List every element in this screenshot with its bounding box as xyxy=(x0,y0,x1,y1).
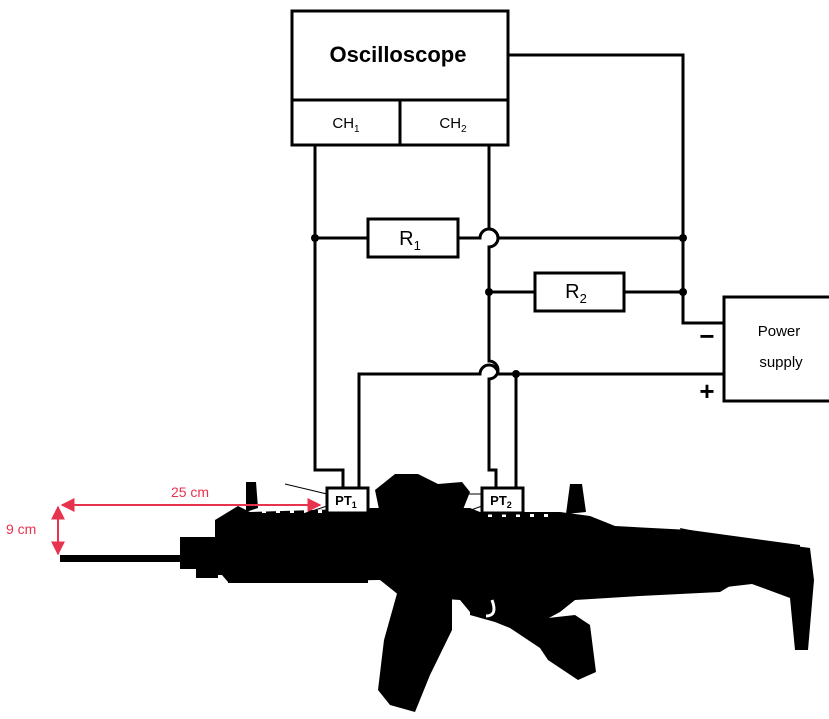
power-supply-line1: Power xyxy=(758,323,801,340)
ch2-label: CH2 xyxy=(439,115,467,135)
pt1-label: PT1 xyxy=(335,493,357,510)
wires xyxy=(313,53,724,488)
resistor-r2: R2 xyxy=(533,271,626,313)
wire-r1-right xyxy=(458,227,683,240)
sensor-pt2: PT2 xyxy=(459,486,525,515)
power-supply-line2: supply xyxy=(759,354,803,371)
dimension-25cm-label: 25 cm xyxy=(171,484,209,500)
junction-dot xyxy=(311,234,319,242)
junction-dot xyxy=(679,234,687,242)
plus-terminal-label: + xyxy=(699,376,714,406)
minus-terminal-label: − xyxy=(699,321,714,351)
junction-dot xyxy=(485,288,493,296)
resistor-r1: R1 xyxy=(366,217,460,259)
dimension-vertical: 9 cm xyxy=(6,505,65,556)
wire-supply-plus xyxy=(357,363,724,488)
oscilloscope-title: Oscilloscope xyxy=(330,42,467,67)
wire-ch2-to-pt2 xyxy=(487,145,500,488)
junction-dot xyxy=(512,370,520,378)
oscilloscope: Oscilloscope CH1 CH2 xyxy=(290,9,510,147)
junctions xyxy=(311,234,687,378)
ch1-label: CH1 xyxy=(332,115,360,135)
rifle-silhouette xyxy=(60,474,814,712)
pt2-label: PT2 xyxy=(490,493,512,510)
wire-osc-to-supply-minus xyxy=(508,53,724,325)
r2-label: R2 xyxy=(565,281,587,306)
power-supply-box xyxy=(722,295,829,403)
r1-label: R1 xyxy=(399,228,421,253)
sensor-pt1: PT1 xyxy=(284,483,370,521)
wire-ch1-to-pt1 xyxy=(313,145,345,488)
dimension-9cm-label: 9 cm xyxy=(6,521,36,537)
dimension-horizontal: 25 cm xyxy=(60,484,322,512)
junction-dot xyxy=(679,288,687,296)
power-supply: Power supply − + xyxy=(699,295,829,406)
